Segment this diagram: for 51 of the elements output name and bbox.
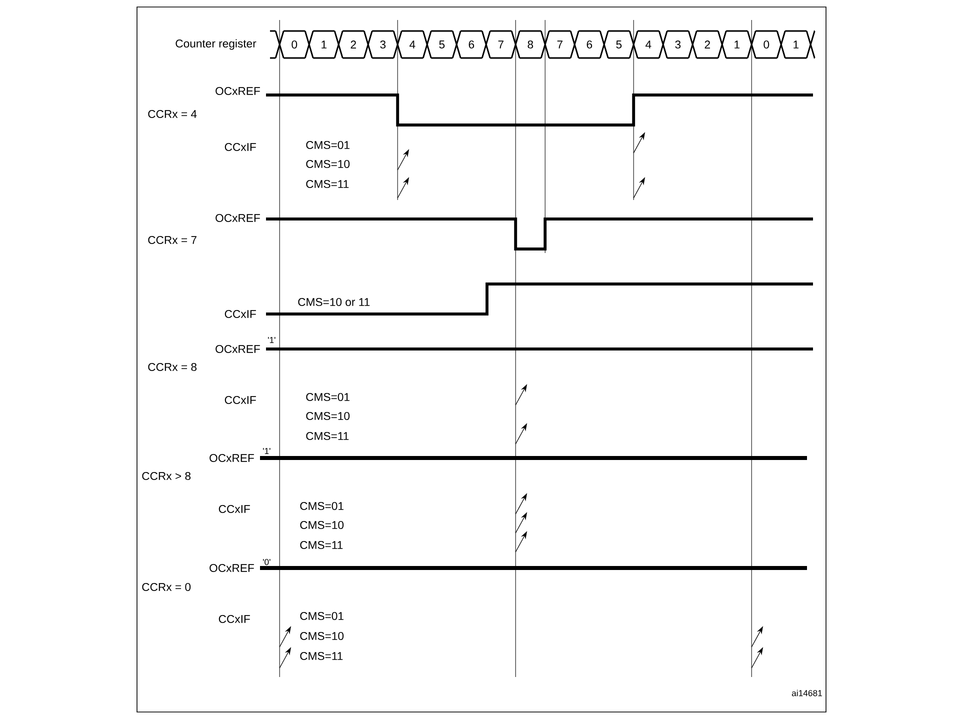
signal-label: CCxIF: [224, 396, 256, 404]
mode-label: CMS=11: [306, 432, 349, 440]
signal-label: OCxREF: [216, 87, 260, 96]
level-label: '0': [263, 558, 270, 566]
condition-label: CCRx = 4: [148, 110, 197, 118]
mode-label: CMS=10: [300, 521, 344, 530]
bus-value: 3: [380, 40, 386, 49]
bus-value: 1: [322, 40, 326, 48]
bus-value: 2: [704, 40, 710, 48]
bus-value: 7: [498, 40, 504, 48]
mode-label: CMS=11: [300, 541, 343, 550]
bus-value: 0: [292, 40, 298, 49]
condition-label: CCRx = 7: [148, 236, 196, 244]
mode-label: CMS=01: [300, 502, 344, 510]
mode-label: CMS=10: [300, 632, 344, 640]
bus-value: 8: [528, 40, 534, 49]
bus-value: 6: [468, 40, 474, 49]
mode-label: CMS=10: [306, 412, 350, 420]
bus-value: 5: [439, 40, 445, 48]
condition-label: CCRx > 8: [142, 472, 191, 480]
signal-label: OCxREF: [210, 564, 254, 572]
bus-value: 0: [764, 40, 770, 49]
condition-label: CCRx = 0: [142, 583, 191, 592]
level-label: '1': [268, 337, 276, 343]
bus-value: 6: [586, 40, 592, 49]
signal-label: CCxIF: [218, 615, 250, 624]
signal-label: OCxREF: [210, 454, 254, 462]
condition-label: CCRx = 8: [148, 363, 197, 372]
mode-label: CMS=11: [306, 180, 349, 188]
bus-value: 2: [350, 40, 356, 48]
bus-value: 5: [616, 40, 622, 48]
signal-label: OCxREF: [216, 214, 260, 222]
signal-label: CCxIF: [218, 505, 250, 514]
figure-id: ai14681: [792, 690, 822, 696]
mode-label: CMS=10: [306, 160, 350, 168]
signal-label: OCxREF: [216, 345, 260, 354]
signal-label: Counter register: [176, 39, 256, 50]
mode-label: CMS=01: [306, 141, 350, 150]
bus-value: 4: [646, 40, 652, 48]
signal-label: CCxIF: [224, 143, 256, 152]
mode-label: CMS=11: [300, 652, 343, 660]
signal-label: CCxIF: [224, 310, 256, 318]
bus-value: 1: [794, 40, 798, 48]
bus-value: 4: [410, 40, 416, 48]
bus-value: 3: [675, 40, 681, 49]
level-label: '1': [263, 448, 270, 454]
mode-label: CMS=10 or 11: [298, 298, 370, 306]
mode-label: CMS=01: [306, 393, 350, 402]
bus-value: 7: [557, 40, 562, 48]
mode-label: CMS=01: [300, 612, 344, 620]
bus-value: 1: [734, 40, 740, 48]
